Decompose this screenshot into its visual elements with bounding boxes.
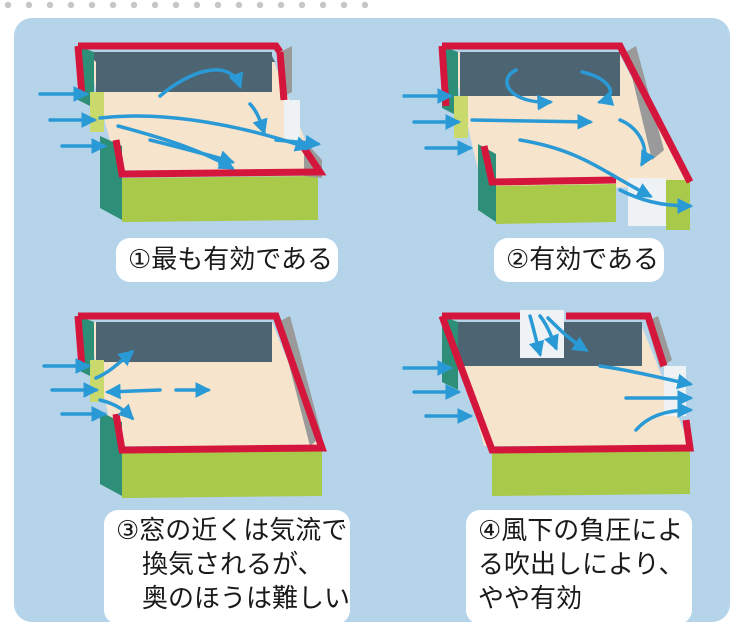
border-dot [109, 1, 117, 9]
room-2-front-wall [496, 184, 616, 224]
border-dot [172, 1, 180, 9]
room-3-front-wall [122, 450, 322, 498]
border-dot [340, 1, 348, 9]
room-3-near-window-only [42, 312, 327, 498]
room-2-effective [402, 42, 694, 230]
border-dot [214, 1, 222, 9]
border-dot [256, 1, 264, 9]
caption-room-4-line-3: やや有効 [478, 584, 583, 614]
room-4-downwind-negative-pressure [402, 310, 695, 496]
room-1-back-wall-inner [96, 52, 272, 92]
border-dot [151, 1, 159, 9]
caption-room-3-line-2: 換気されるが、 [142, 550, 324, 580]
airflow-arrow-icon [38, 68, 322, 170]
room-1-window-right [284, 100, 300, 142]
border-dot [298, 1, 306, 9]
room-3-window [90, 360, 104, 402]
caption-room-3: ③窓の近くは気流で 換気されるが、 奥のほうは難しい [104, 510, 350, 624]
room-1-front-wall [122, 176, 318, 222]
room-1-window-left [90, 92, 104, 132]
dotted-border [4, 1, 369, 9]
border-dot [88, 1, 96, 9]
room-2-window-left [454, 96, 468, 138]
border-dot [319, 1, 327, 9]
room-4-front-wall [492, 450, 690, 496]
border-dot [25, 1, 33, 9]
caption-room-1-line-1: ①最も有効である [128, 245, 334, 275]
border-dot [277, 1, 285, 9]
caption-room-4-line-1: ④風下の負圧によ [478, 516, 684, 546]
caption-room-4: ④風下の負圧によ る吹出しにより、 やや有効 [466, 510, 692, 624]
border-dot [4, 1, 12, 9]
border-dot [67, 1, 75, 9]
caption-room-4-line-2: る吹出しにより、 [478, 550, 685, 580]
border-dot [235, 1, 243, 9]
caption-room-3-line-3: 奥のほうは難しい [142, 584, 351, 614]
border-dot [361, 1, 369, 9]
border-dot [193, 1, 201, 9]
border-dot [130, 1, 138, 9]
caption-room-3-line-1: ③窓の近くは気流で [116, 516, 348, 546]
caption-room-2-line-1: ②有効である [506, 245, 660, 275]
caption-room-2: ②有効である [494, 238, 664, 282]
caption-room-1: ①最も有効である [116, 238, 338, 282]
border-dot [46, 1, 54, 9]
room-1-most-effective [38, 42, 327, 222]
